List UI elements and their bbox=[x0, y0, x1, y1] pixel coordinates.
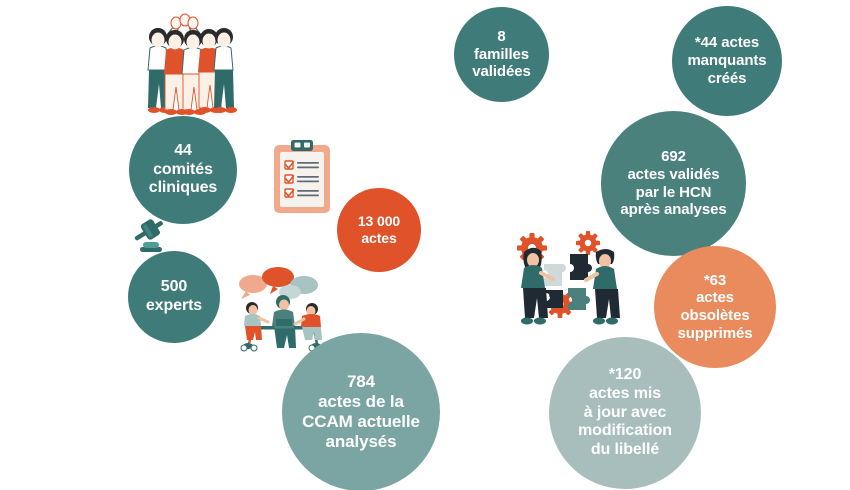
teamwork-puzzle-gears-illustration bbox=[508, 228, 628, 330]
gavel-illustration bbox=[128, 216, 176, 260]
stat-bubble-actes-total: 13 000 actes bbox=[337, 188, 421, 272]
stat-bubble-ccam-analyses: 784 actes de la CCAM actuelle analysés bbox=[282, 333, 440, 490]
stat-bubble-actes-mis-a-jour: *120 actes mis à jour avec modification … bbox=[549, 337, 701, 489]
stat-bubble-comites-cliniques: 44 comités cliniques bbox=[129, 116, 237, 224]
stat-bubble-actes-valides-hcn: 692 actes validés par le HCN après analy… bbox=[601, 111, 746, 256]
stat-bubble-actes-manquants: *44 actes manquants créés bbox=[672, 6, 782, 116]
group-highfive-illustration bbox=[128, 4, 240, 116]
meeting-discussion-illustration bbox=[228, 258, 338, 358]
stat-bubble-actes-obsoletes: *63 actes obsolètes supprimés bbox=[654, 246, 776, 368]
stat-bubble-familles-validees: 8 familles validées bbox=[454, 7, 549, 102]
stat-bubble-experts: 500 experts bbox=[128, 251, 220, 343]
clipboard-checklist-illustration bbox=[272, 138, 334, 216]
